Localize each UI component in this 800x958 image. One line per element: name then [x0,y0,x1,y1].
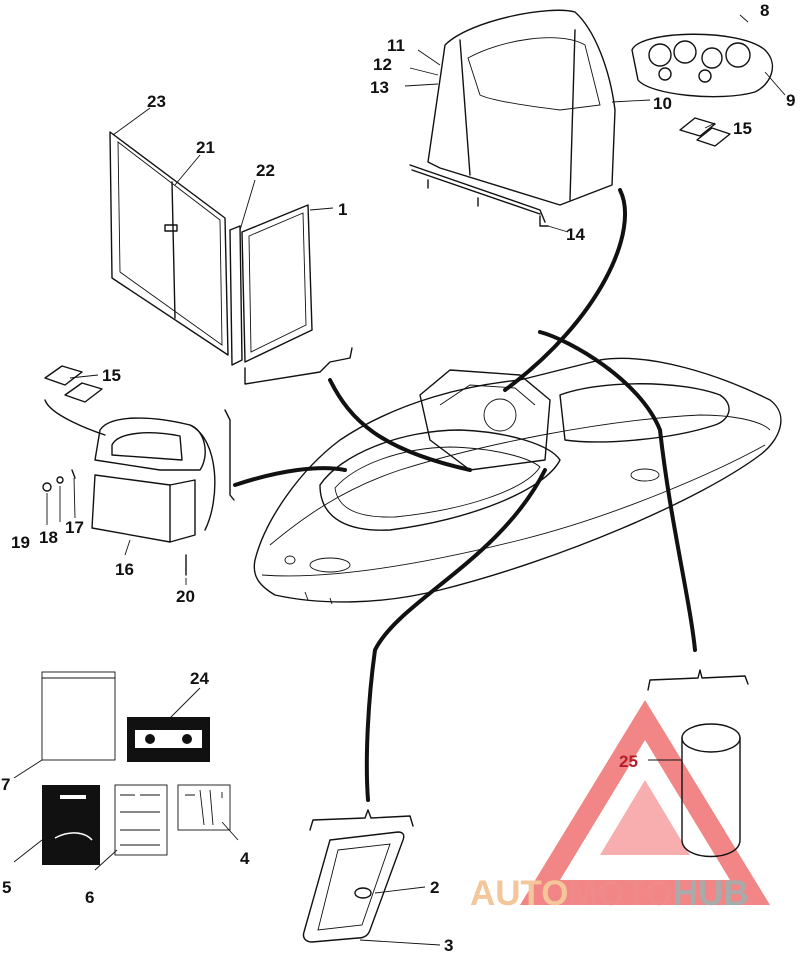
callout-6: 6 [85,888,94,907]
callout-2: 2 [430,878,439,897]
callout-5: 5 [2,878,11,897]
decal-pair-top [679,117,731,147]
callout-22: 22 [256,161,275,180]
callout-15-top: 15 [733,119,752,138]
brace-lines [309,669,749,831]
svg-text:AUTOMOTOHUB: AUTOMOTOHUB [470,874,749,913]
seat-cooler [42,399,235,576]
callout-18: 18 [39,528,58,547]
callout-21: 21 [196,138,215,157]
watermark-wordmark: AUTOMOTOHUB [470,874,749,913]
callout-4: 4 [240,849,250,868]
callout-15-left: 15 [102,366,121,385]
callout-14: 14 [566,225,585,244]
callout-25: 25 [619,752,638,771]
callout-17: 17 [65,518,84,537]
callout-20: 20 [176,587,195,606]
windshield-assembly [409,9,616,227]
paint-container [681,723,741,858]
cover-panel-assembly [109,131,353,385]
watermark-logo [520,700,770,905]
callout-11: 11 [387,36,405,55]
owner-manual-bag [41,671,116,761]
callout-8: 8 [760,1,769,20]
callout-9: 9 [786,91,795,110]
decal-pair-left [44,365,103,403]
callout-7: 7 [1,775,10,794]
callout-1: 1 [338,200,347,219]
watermark-auto: AUTO [470,874,569,913]
leader-lines [233,188,697,802]
callout-19: 19 [11,533,30,552]
video-cassette [127,717,210,762]
dash-bezel [631,33,774,98]
callout-23: 23 [147,92,166,111]
watermark-moto: MOTO [569,874,673,913]
callout-16: 16 [115,560,134,579]
callout-13: 13 [370,78,389,97]
callout-leaders [13,14,786,946]
boat-hull [253,357,782,605]
callout-3: 3 [444,936,453,955]
owner-manual-book [42,785,100,865]
callout-12: 12 [373,55,392,74]
watermark-hub: HUB [673,874,749,913]
access-hatch [302,831,405,943]
callout-10: 10 [653,94,672,113]
booklets [114,784,231,856]
callout-24: 24 [190,669,209,688]
